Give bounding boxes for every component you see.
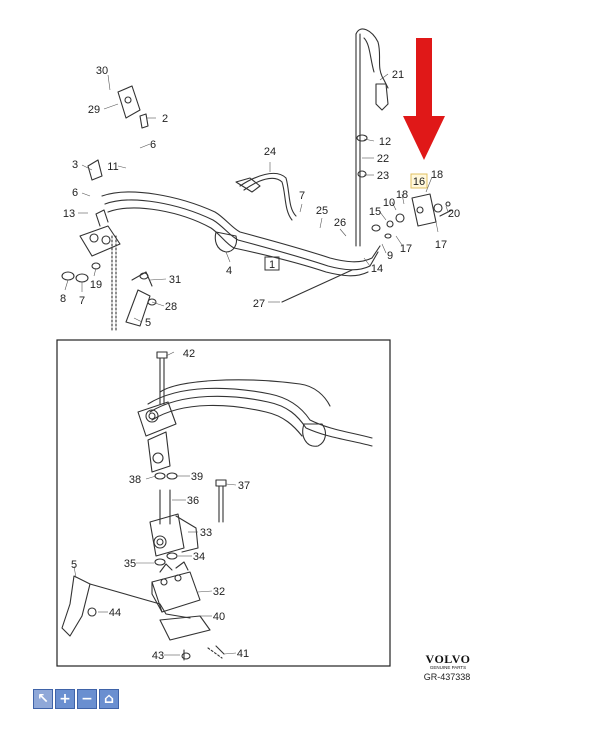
diagram-code: GR-437338 [424,672,471,682]
callout-main-17: 17 [435,239,447,251]
callout-main-30: 30 [96,65,108,77]
callout-main-14: 14 [371,263,383,275]
callout-main-12: 12 [379,136,391,148]
callout-inset-41: 41 [237,648,249,660]
callout-main-4: 4 [226,265,232,277]
callout-main-15: 15 [369,206,381,218]
leader-lines [64,73,449,323]
callout-main-27: 27 [253,298,265,310]
callouts-inset: 42 38 39 36 37 33 35 34 5 32 44 40 43 41 [71,348,250,662]
callout-main-2: 2 [162,113,168,125]
callout-main-16: 16 [413,176,425,188]
brand-block: VOLVO GENUINE PARTS GR-437338 [424,652,471,682]
callout-inset-5: 5 [71,559,77,571]
callout-main-29: 29 [88,104,100,116]
pointer-tool-button[interactable]: ↖ [33,689,53,709]
callout-inset-37: 37 [238,480,250,492]
callout-main-7: 7 [299,190,305,202]
callout-inset-35: 35 [124,558,136,570]
callout-inset-34: 34 [193,551,205,563]
refrigerant-pipe [101,191,381,263]
callout-main-26: 26 [334,217,346,229]
reference-box: 1 [264,256,280,271]
callout-main-6: 6 [72,187,78,199]
callout-inset-33: 33 [200,527,212,539]
callout-main-11: 11 [107,161,118,173]
callout-main-7: 7 [79,295,85,307]
inset-leader-lines [73,351,237,656]
callout-main-19: 19 [90,279,102,291]
home-icon: ⌂ [103,691,115,707]
callout-main-17: 17 [400,243,412,255]
callout-inset-39: 39 [191,471,203,483]
callout-main-5: 5 [145,317,151,329]
callout-main-18: 18 [396,189,408,201]
expansion-valve [411,193,437,227]
callout-main-8: 8 [60,293,66,305]
plus-icon: + [59,691,71,707]
manifold-block [79,225,121,257]
home-button[interactable]: ⌂ [99,689,119,709]
callout-main-22: 22 [377,153,389,165]
callout-main-28: 28 [165,301,177,313]
inset-exploded-view [61,351,373,661]
callout-main-21: 21 [392,69,404,81]
callout-main-18: 18 [431,169,443,181]
small-pipe [239,172,297,217]
callout-inset-44: 44 [109,607,121,619]
callout-inset-38: 38 [129,474,141,486]
highlighted-part-box [410,173,428,189]
cursor-icon: ↖ [37,691,49,707]
callout-main-6: 6 [150,139,156,151]
callout-inset-40: 40 [213,611,225,623]
callout-main-31: 31 [169,274,181,286]
zoom-in-button[interactable]: + [55,689,75,709]
bracket [125,289,151,327]
callout-inset-36: 36 [187,495,199,507]
callout-inset-42: 42 [183,348,195,360]
callout-main-3: 3 [72,159,78,171]
svg-text:1: 1 [269,259,275,271]
brand-logo: VOLVO [426,652,471,666]
callout-main-23: 23 [377,170,389,182]
highlight-arrow [403,38,445,160]
zoom-out-button[interactable]: − [77,689,97,709]
inset-frame [56,339,391,667]
callout-main-10: 10 [383,197,395,209]
callout-main-9: 9 [387,250,393,262]
main-exploded-view [61,28,453,331]
minus-icon: − [81,691,93,707]
brand-tagline: GENUINE PARTS [430,665,466,670]
callout-main-24: 24 [264,146,276,158]
callout-main-25: 25 [316,205,328,217]
callout-main-13: 13 [63,208,75,220]
viewer-toolbar: ↖ + − ⌂ [33,689,119,709]
callout-inset-43: 43 [152,650,164,662]
callout-main-20: 20 [448,208,460,220]
callout-inset-32: 32 [213,586,225,598]
